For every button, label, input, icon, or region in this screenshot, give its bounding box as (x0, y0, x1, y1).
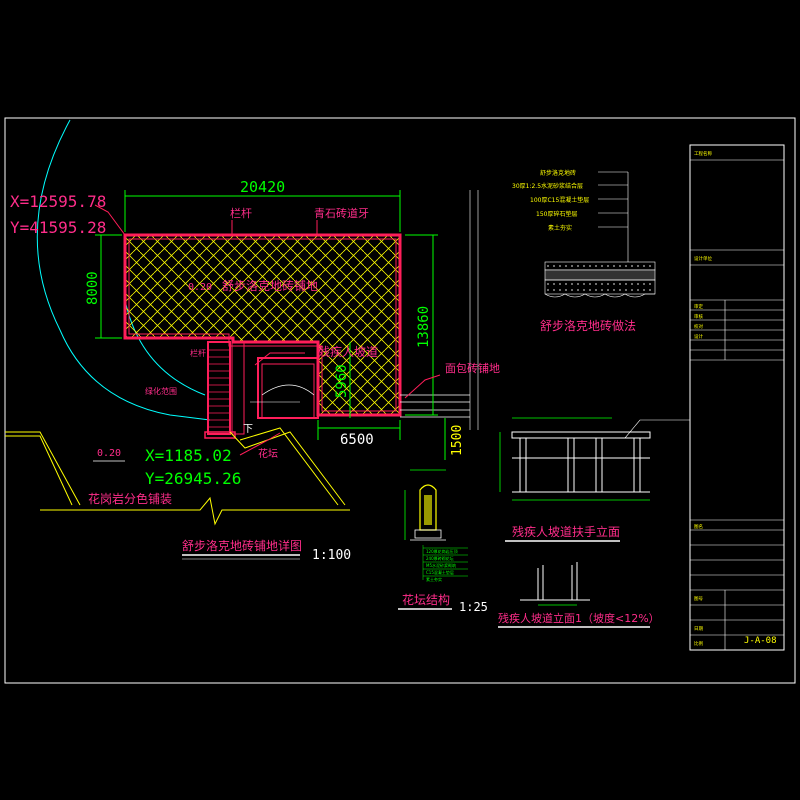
plan-scale: 1:100 (312, 548, 351, 563)
leaders (94, 204, 441, 456)
planter-section: 120厚花岗岩压顶 240厚砖砌花坛 M5水泥砂浆砌筑 C15混凝土垫层 素土夯… (398, 469, 488, 614)
level-ground: 0.20 (97, 448, 121, 459)
tb-row-design: 设计 (694, 333, 703, 340)
plan-title: 舒步洛克地砖铺地详图 (182, 538, 302, 553)
boundary-curve (36, 119, 211, 421)
coord-bottom-x: X=1185.02 (145, 446, 232, 465)
planter-note-2: 240厚砖砌花坛 (426, 555, 454, 561)
tb-row-project: 工程名称 (694, 150, 712, 157)
label-green: 绿化范围 (145, 386, 177, 396)
dim-ramp-width: 6500 (340, 432, 374, 448)
dim-height-right: 13860 (416, 306, 432, 348)
label-granite: 花岗岩分色铺装 (88, 491, 172, 506)
label-down: 下 (243, 424, 253, 435)
planter-note-4: C15混凝土垫层 (426, 569, 454, 575)
vertical-curve (469, 190, 479, 430)
planter-title: 花坛结构 (402, 592, 450, 607)
dim-side: 1500 (450, 425, 465, 456)
planter-note-5: 素土夯实 (426, 576, 442, 582)
tb-row-drawing-name: 图名 (694, 523, 703, 530)
label-paving: 舒步洛克地砖铺地 (222, 278, 318, 293)
planter-note-1: 120厚花岗岩压顶 (426, 548, 458, 554)
label-railing: 栏杆 (230, 206, 252, 220)
paving-outline (123, 233, 402, 417)
ramp (257, 357, 319, 419)
ramp-elevation: 残疾人坡道立面1（坡度<12%） (498, 562, 660, 628)
tb-row-drawing-number: 图号 (694, 596, 703, 602)
section-title: 舒步洛克地砖做法 (540, 318, 636, 333)
tb-drawing-no: J-A-08 (744, 636, 777, 646)
label-bread-brick: 面包砖铺地 (445, 361, 500, 375)
dim-width: 20420 (240, 178, 285, 196)
layer-3: 100厚C15混凝土垫层 (530, 196, 589, 204)
label-edging: 青石砖道牙 (314, 206, 369, 220)
coord-top-y: Y=41595.28 (10, 218, 106, 237)
bread-brick-strip (400, 394, 470, 418)
title-block: 工程名称 设计单位 审定 审核 校对 设计 图名 图号 日期 比例 J-A-08 (689, 144, 785, 651)
dim-ramp-height: 5960 (334, 364, 350, 398)
layer-4: 150厚碎石垫层 (536, 210, 577, 218)
handrail-title: 残疾人坡道扶手立面 (512, 524, 620, 539)
label-ramp: 残疾人坡道 (318, 344, 378, 359)
planter-note-3: M5水泥砂浆砌筑 (426, 562, 456, 568)
planter-scale: 1:25 (459, 600, 488, 614)
handrail-elevation: 残疾人坡道扶手立面 (499, 417, 690, 542)
coord-bottom-y: Y=26945.26 (145, 469, 241, 488)
ramp-elevation-title: 残疾人坡道立面1（坡度<12%） (498, 611, 660, 625)
dimension-lines (95, 190, 446, 460)
paving-section: 舒步洛克地砖 30厚1:2.5水泥砂浆结合层 100厚C15混凝土垫层 150厚… (512, 169, 656, 333)
label-rail-small: 栏杆 (190, 348, 206, 358)
planter (204, 431, 236, 439)
tb-row-scale: 比例 (694, 640, 703, 647)
dim-height-left: 8000 (85, 271, 101, 305)
tb-row-review: 审核 (694, 313, 703, 320)
tb-row-check: 校对 (694, 323, 703, 330)
layer-2: 30厚1:2.5水泥砂浆结合层 (512, 182, 583, 190)
tb-row-designer: 设计单位 (694, 255, 712, 262)
tb-row-approve: 审定 (694, 303, 703, 310)
sheet-border (4, 117, 796, 684)
steps (207, 341, 245, 435)
paving-plan: X=12595.78 Y=41595.28 20420 8000 13860 5… (5, 119, 500, 563)
label-planter: 花坛 (258, 447, 278, 460)
layer-1: 舒步洛克地砖 (540, 169, 576, 177)
layer-5: 素土夯实 (548, 224, 572, 232)
level-paving: 0.20 (188, 282, 212, 293)
coord-top-x: X=12595.78 (10, 192, 106, 211)
tb-row-date: 日期 (694, 626, 703, 632)
